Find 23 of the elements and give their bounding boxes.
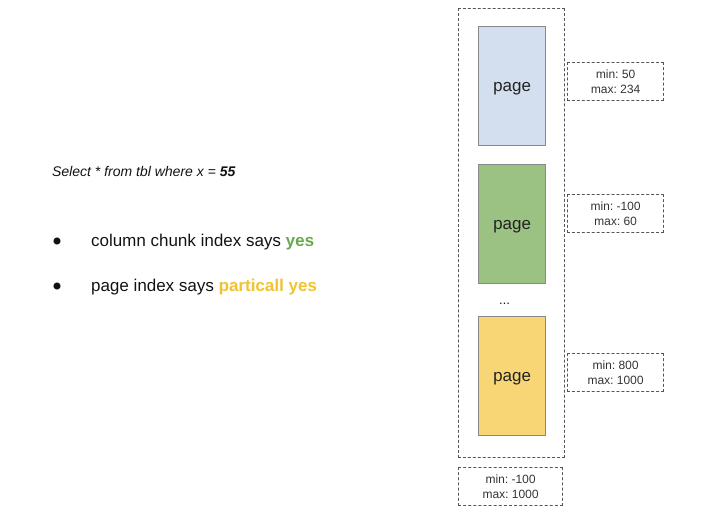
page-box: [478, 316, 546, 436]
stat-text: max: 1000: [482, 486, 539, 502]
page-label: page: [493, 76, 531, 96]
stat-text: min: -100: [485, 472, 536, 486]
stat-text: min: 800: [592, 358, 639, 372]
stat-text: min: 50: [596, 66, 636, 82]
page-label: page: [493, 214, 531, 234]
stat-text: min: -100: [590, 198, 641, 214]
page-box: [478, 26, 546, 146]
stat-text: max: 1000: [587, 372, 644, 388]
bullet-item: column chunk index says yes: [91, 231, 314, 251]
stats-box: [458, 467, 563, 506]
stat-text: max: 60: [594, 214, 637, 228]
bullet-item: page index says particall yes: [91, 276, 317, 296]
stat-text: max: 234: [590, 82, 640, 96]
stats-box: [567, 194, 664, 233]
column-chunk-outline: [458, 8, 565, 458]
page-label: page: [493, 366, 531, 386]
page-box: [478, 164, 546, 284]
stats-box: [567, 62, 664, 101]
ellipsis-text: ...: [499, 292, 510, 307]
stats-box: [567, 353, 664, 392]
query-text: Select * from tbl where x = 55: [52, 163, 236, 179]
